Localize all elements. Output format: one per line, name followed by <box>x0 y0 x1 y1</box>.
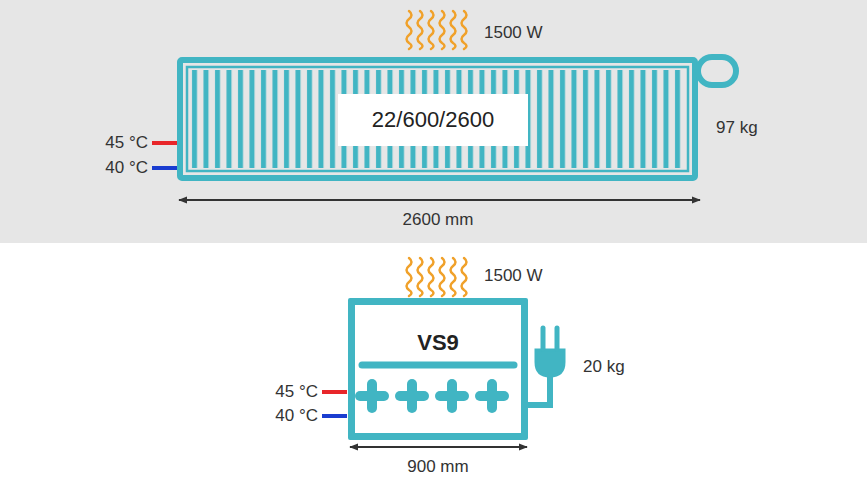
weight-label: 20 kg <box>583 357 625 377</box>
dimension-arrow <box>350 446 527 448</box>
fan-convector <box>360 328 564 408</box>
power-label: 1500 W <box>484 266 543 286</box>
supply-line <box>322 390 347 394</box>
length-dimension: 900 mm <box>407 457 468 477</box>
node-text: VS9 <box>355 330 521 356</box>
power-label: 1500 W <box>484 23 543 43</box>
node-text: 22/600/2600 <box>372 107 494 133</box>
heat-waves <box>407 11 467 49</box>
length-dimension: 2600 mm <box>403 210 474 230</box>
supply-temp: 45 °C <box>275 382 318 402</box>
model-label-box: 22/600/2600 <box>338 94 528 146</box>
weight-label: 97 kg <box>716 118 758 138</box>
return-line <box>322 414 347 418</box>
top-ground <box>0 0 867 243</box>
heat-waves <box>407 258 467 296</box>
convector-box: VS9 <box>348 298 528 440</box>
return-temp: 40 °C <box>105 158 148 178</box>
supply-temp: 45 °C <box>105 133 148 153</box>
dimension-arrow <box>179 199 700 201</box>
radiator <box>152 57 736 178</box>
return-temp: 40 °C <box>275 406 318 426</box>
